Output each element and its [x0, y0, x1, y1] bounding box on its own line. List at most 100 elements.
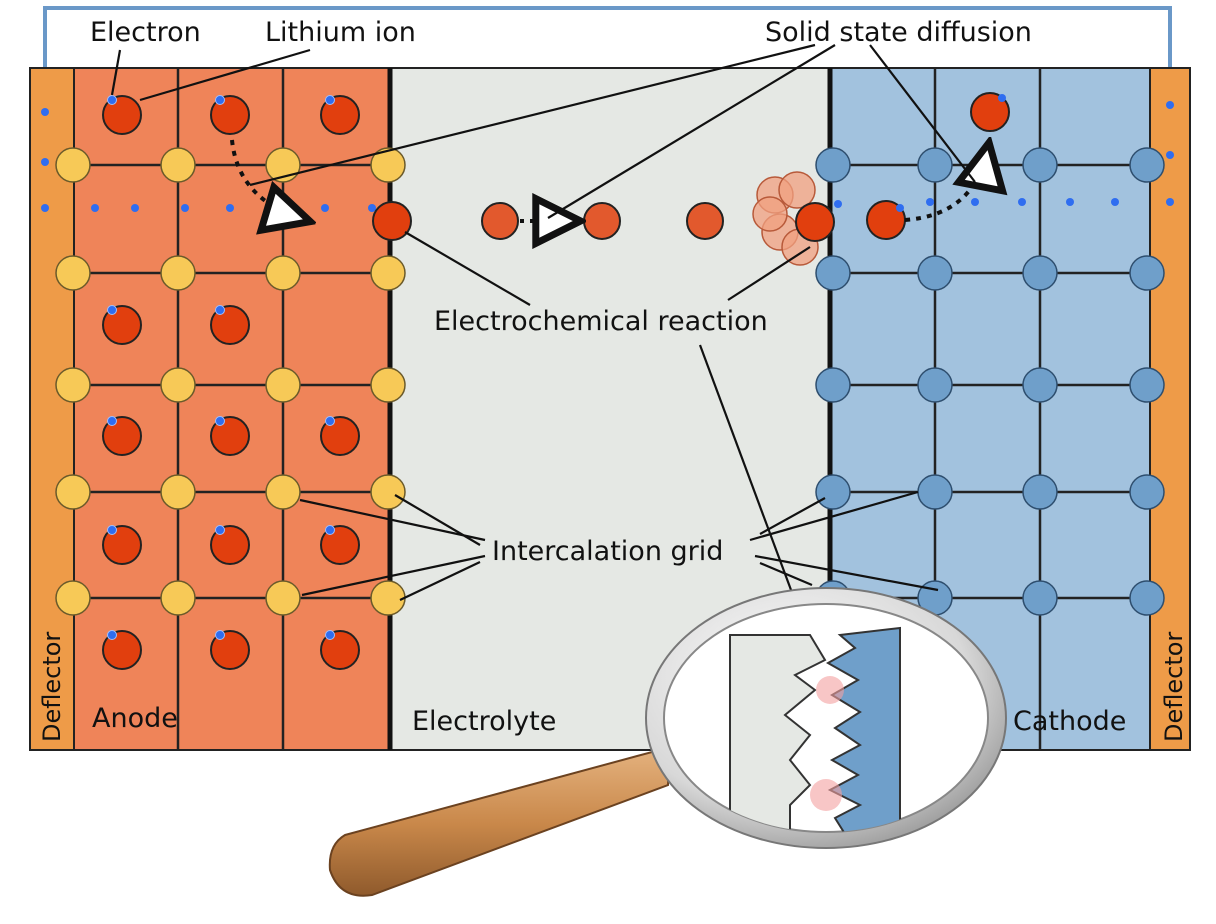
electron	[215, 525, 225, 535]
electron	[325, 525, 335, 535]
electron	[321, 204, 329, 212]
electron	[834, 200, 842, 208]
lithium-ion	[686, 202, 724, 240]
lithium-ion	[102, 630, 142, 670]
lithium-ion-label: Lithium ion	[265, 17, 416, 48]
intercalation-node	[815, 474, 851, 510]
electron	[41, 204, 49, 212]
intercalation-node	[160, 367, 196, 403]
electron	[998, 94, 1006, 102]
lithium-ion	[210, 630, 250, 670]
intercalation-node	[917, 367, 953, 403]
deflector-right-label: Deflector	[1160, 632, 1188, 742]
electron	[368, 204, 376, 212]
intercalation-node	[160, 255, 196, 291]
electron	[325, 630, 335, 640]
electron	[131, 204, 139, 212]
electron	[1111, 198, 1119, 206]
lithium-ion	[210, 95, 250, 135]
lens-reaction-site	[816, 676, 844, 704]
intercalation-node	[265, 580, 301, 616]
intercalation-node	[370, 255, 406, 291]
intercalation-node	[370, 474, 406, 510]
intercalation-node	[917, 255, 953, 291]
magnifying-glass-icon	[328, 587, 1007, 897]
electron	[91, 204, 99, 212]
electron-dots	[41, 101, 1174, 212]
lithium-ion	[320, 630, 360, 670]
lithium-ion	[320, 416, 360, 456]
intercalation-node	[1129, 474, 1165, 510]
intercalation-node	[370, 367, 406, 403]
electron	[215, 305, 225, 315]
intercalation-grid-label: Intercalation grid	[492, 536, 723, 567]
electron-label: Electron	[90, 17, 201, 48]
intercalation-node	[370, 580, 406, 616]
intercalation-node	[55, 255, 91, 291]
electron	[1166, 198, 1174, 206]
intercalation-node	[1129, 255, 1165, 291]
electron	[1166, 101, 1174, 109]
intercalation-node	[1022, 367, 1058, 403]
electron	[181, 204, 189, 212]
electron	[325, 95, 335, 105]
lithium-ion	[481, 202, 519, 240]
lithium-ion	[320, 95, 360, 135]
intercalation-node	[815, 255, 851, 291]
electron	[107, 305, 117, 315]
electron	[1018, 198, 1026, 206]
lithium-ion	[970, 92, 1010, 132]
intercalation-node	[160, 147, 196, 183]
electrolyte-ions	[481, 202, 724, 240]
intercalation-node	[160, 474, 196, 510]
electron	[215, 630, 225, 640]
intercalation-node	[1022, 147, 1058, 183]
intercalation-node	[1022, 474, 1058, 510]
external-wire	[43, 6, 1172, 70]
deflector-left-label: Deflector	[38, 632, 66, 742]
intercalation-node	[815, 367, 851, 403]
intercalation-node	[55, 580, 91, 616]
electron	[215, 95, 225, 105]
lithium-ion	[102, 525, 142, 565]
intercalation-node	[917, 474, 953, 510]
electron	[107, 95, 117, 105]
lithium-ion	[102, 305, 142, 345]
intercalation-node	[265, 474, 301, 510]
anode-diffusion-arrow	[230, 139, 305, 220]
electron	[41, 158, 49, 166]
electron	[896, 204, 904, 212]
anode-grid-nodes	[55, 147, 406, 616]
electron	[226, 204, 234, 212]
lithium-ion	[210, 525, 250, 565]
intercalation-node	[160, 580, 196, 616]
intercalation-node	[370, 147, 406, 183]
intercalation-node	[55, 147, 91, 183]
solid-state-diffusion-label: Solid state diffusion	[765, 17, 1032, 48]
intercalation-node	[1129, 367, 1165, 403]
lithium-ion	[320, 525, 360, 565]
lithium-ion	[102, 416, 142, 456]
electron	[1166, 151, 1174, 159]
lithium-ion	[795, 202, 835, 242]
intercalation-node	[55, 367, 91, 403]
intercalation-node	[265, 367, 301, 403]
deflector-right	[1149, 67, 1191, 751]
electron	[215, 416, 225, 426]
intercalation-node	[917, 147, 953, 183]
electrolyte-label: Electrolyte	[412, 706, 556, 737]
electron	[107, 630, 117, 640]
cathode-label: Cathode	[1013, 706, 1126, 737]
electron	[107, 416, 117, 426]
electron	[971, 198, 979, 206]
anode-label: Anode	[92, 703, 178, 734]
lithium-ion	[372, 201, 412, 241]
electron	[926, 198, 934, 206]
electron	[107, 525, 117, 535]
intercalation-node	[55, 474, 91, 510]
magnifier-handle	[328, 750, 670, 897]
intercalation-node	[1129, 580, 1165, 616]
lens-cathode-surface	[825, 626, 901, 832]
intercalation-node	[815, 147, 851, 183]
